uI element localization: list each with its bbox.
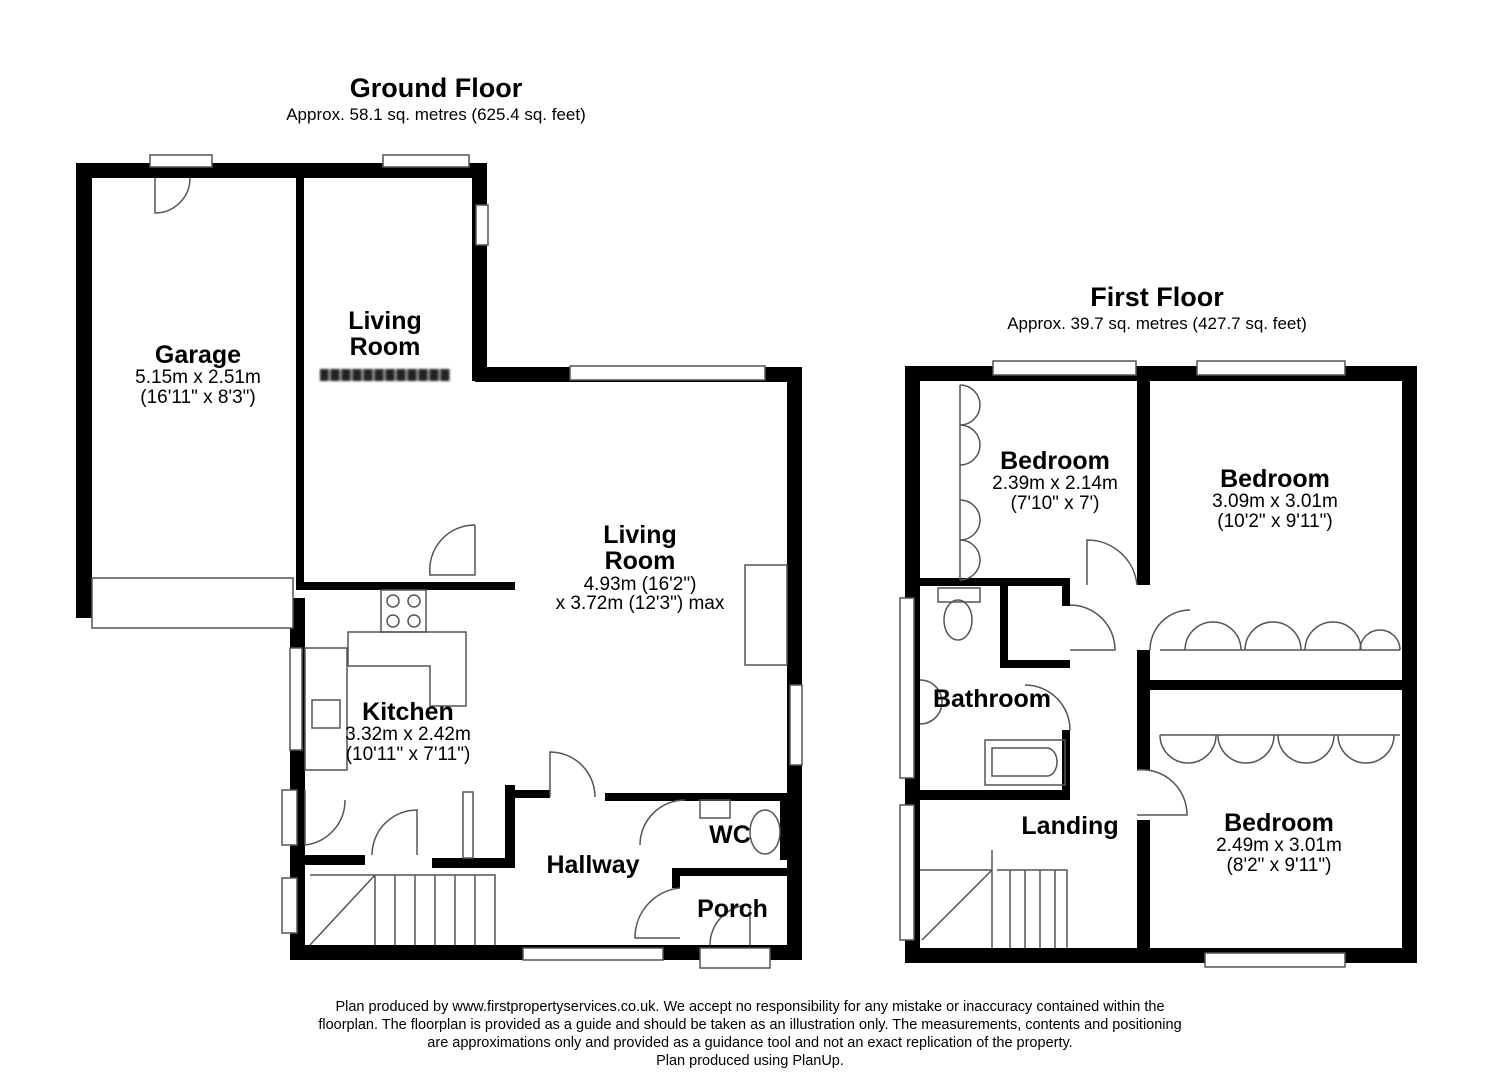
room-dims-imperial: x 3.72m (12'3") max [555,593,725,615]
room-bedroom-small: Bedroom 2.39m x 2.14m (7'10" x 7') [955,448,1155,514]
illegible-dimensions [320,368,450,381]
room-bedroom-rear: Bedroom 3.09m x 3.01m (10'2" x 9'11") [1175,466,1375,532]
room-dims-imperial: (7'10" x 7') [1010,493,1100,515]
room-bathroom: Bathroom [932,685,1052,713]
room-dims-imperial: (10'11" x 7'11") [345,744,471,766]
room-living-room-large: Living Room 4.93m (16'2") x 3.72m (12'3"… [540,522,740,614]
room-hallway: Hallway [546,851,640,879]
room-dims-imperial: (10'2" x 9'11") [1217,511,1333,533]
room-dims: 3.32m x 2.42m [345,724,471,746]
first-floor-fixtures [899,360,1401,968]
ground-floor-fixtures [91,154,803,969]
room-name: Living Room [348,307,422,362]
room-living-room-small: Living Room [305,308,465,381]
room-wc: WC [709,821,751,849]
room-name: Living Room [603,521,677,576]
first-floor-area: Approx. 39.7 sq. metres (427.7 sq. feet) [1007,314,1307,333]
room-kitchen: Kitchen 3.32m x 2.42m (10'11" x 7'11") [308,699,508,765]
first-floor-title: First Floor [1090,282,1224,312]
room-bedroom-front: Bedroom 2.49m x 3.01m (8'2" x 9'11") [1179,810,1379,876]
room-dims: 4.93m (16'2") [583,573,697,595]
first-floor-walls [905,366,1417,963]
ground-floor-title: Ground Floor [349,73,523,103]
room-name: Bedroom [1220,465,1330,493]
footer-line: floorplan. The floorplan is provided as … [318,1017,1182,1033]
room-name: Bedroom [1000,447,1110,475]
room-dims: 2.39m x 2.14m [992,473,1118,495]
room-dims-imperial: (8'2" x 9'11") [1226,855,1332,877]
room-landing: Landing [1021,812,1119,840]
room-porch: Porch [697,895,768,923]
disclaimer-footer: Plan produced by www.firstpropertyservic… [250,998,1250,1070]
room-dims-imperial: (16'11" x 8'3") [140,387,256,409]
room-name: Kitchen [362,698,454,726]
footer-line: are approximations only and provided as … [427,1035,1073,1051]
footer-line: Plan produced using PlanUp. [656,1053,844,1069]
room-garage: Garage 5.15m x 2.51m (16'11" x 8'3") [98,342,298,408]
room-name: Bedroom [1224,809,1334,837]
room-name: Garage [154,341,242,369]
ground-floor-area: Approx. 58.1 sq. metres (625.4 sq. feet) [286,105,586,124]
room-dims: 2.49m x 3.01m [1216,835,1342,857]
room-dims: 3.09m x 3.01m [1212,491,1338,513]
room-dims: 5.15m x 2.51m [135,367,261,389]
footer-line: Plan produced by www.firstpropertyservic… [335,999,1165,1015]
